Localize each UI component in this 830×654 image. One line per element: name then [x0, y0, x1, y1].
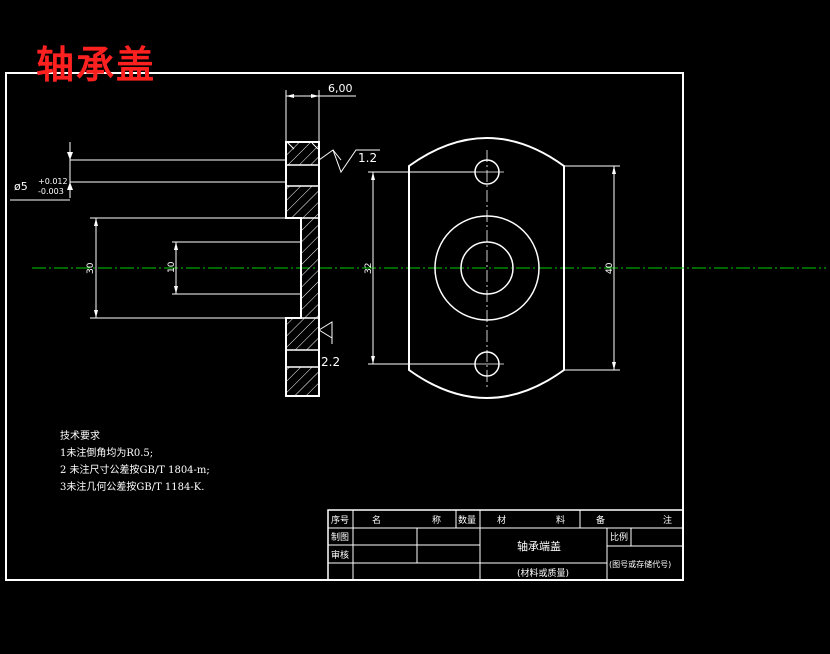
dim-bore: ø5 +0.012 -0.003: [10, 142, 286, 201]
dim-label-width: 6,00: [328, 82, 353, 95]
tb-header-material-1: 材: [497, 514, 506, 526]
tb-header-remark-2: 注: [663, 514, 672, 526]
notes-item-1: 1未注倒角均为R0.5;: [60, 448, 154, 459]
dim-30: 30: [86, 217, 301, 319]
tb-header-qty: 数量: [458, 514, 476, 526]
drawing-title: 轴承盖: [36, 42, 157, 87]
roughness-label-2: 2.2: [321, 355, 340, 369]
dim-label-bore: ø5: [14, 180, 28, 193]
roughness-symbol-2: 2.2: [318, 321, 340, 369]
roughness-label-1: 1.2: [358, 151, 377, 165]
dim-label-32: 32: [364, 263, 374, 274]
technical-notes: 技术要求 1未注倒角均为R0.5; 2 未注尺寸公差按GB/T 1804-m; …: [60, 428, 210, 496]
tb-header-remark-1: 备: [596, 514, 605, 526]
notes-item-3: 3未注几何公差按GB/T 1184-K.: [60, 482, 205, 493]
tb-header-index: 序号: [331, 514, 349, 526]
tb-material-mass: (材料或质量): [517, 567, 569, 579]
title-block: [327, 509, 684, 581]
tb-drawing-no: (图号或存储代号): [609, 559, 671, 569]
dim-width-top: 6,00: [285, 82, 356, 142]
dim-label-40: 40: [605, 262, 615, 274]
tb-header-name-2: 称: [432, 514, 441, 526]
tb-header-name-1: 名: [372, 514, 381, 526]
tb-part-name: 轴承端盖: [517, 539, 561, 553]
dim-10: 10: [167, 241, 301, 295]
dim-label-30: 30: [86, 262, 96, 274]
drawing-frame: [5, 72, 684, 581]
tb-scale-label: 比例: [610, 531, 628, 543]
dim-40: 40: [564, 165, 620, 371]
dim-label-bore-lower: -0.003: [38, 187, 64, 196]
dim-label-10: 10: [167, 261, 177, 273]
roughness-symbol-1: 1.2: [318, 149, 380, 174]
section-view: [285, 141, 320, 397]
notes-item-2: 2 未注尺寸公差按GB/T 1804-m;: [60, 465, 210, 476]
dim-label-bore-upper: +0.012: [38, 177, 68, 186]
tb-header-material-2: 料: [556, 514, 565, 526]
tb-drawn-by: 制图: [331, 531, 349, 543]
dim-32: 32: [364, 171, 475, 365]
tb-checked-by: 审核: [331, 549, 349, 561]
notes-heading: 技术要求: [60, 431, 100, 442]
